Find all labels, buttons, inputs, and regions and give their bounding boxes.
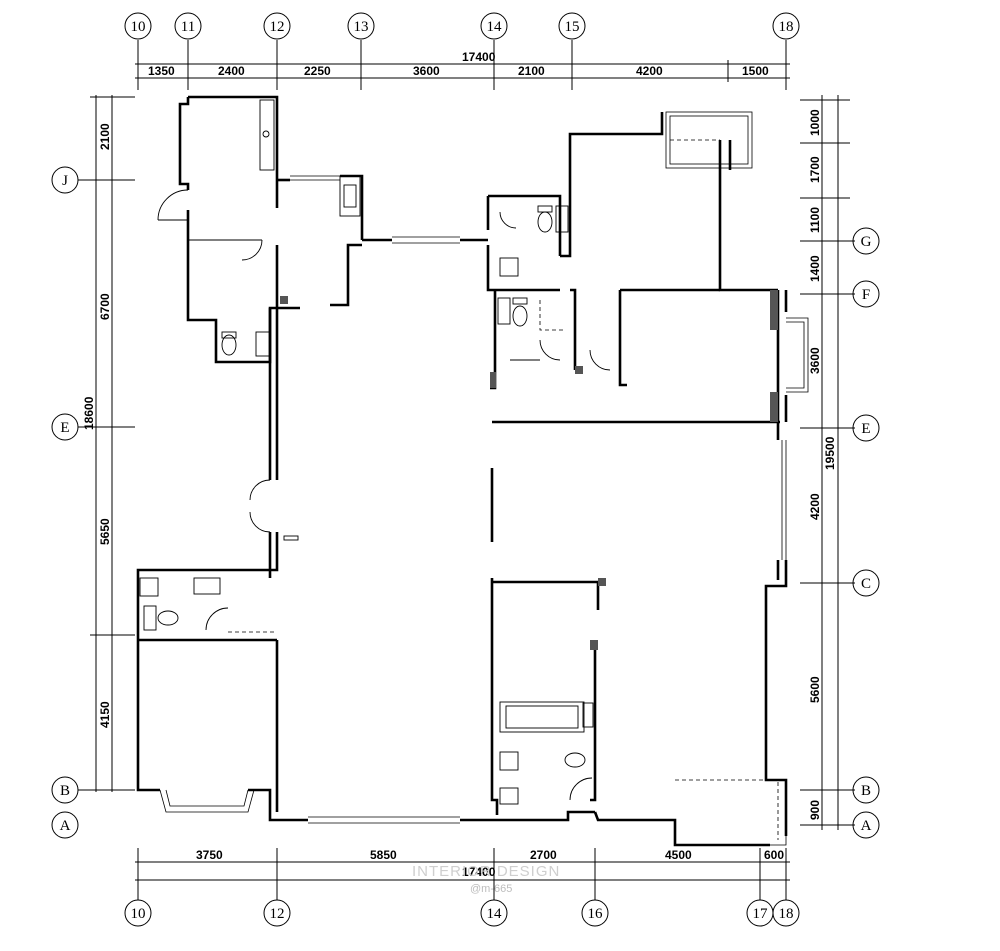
fixtures-and-openings <box>139 99 809 846</box>
right-dim-5: 3600 <box>808 347 822 374</box>
right-total-dim: 19500 <box>823 436 837 470</box>
bottom-total-dim: 17400 <box>462 865 496 879</box>
right-dim-7: 5600 <box>808 676 822 703</box>
top-dim-6: 4200 <box>636 64 663 78</box>
left-dim-3: 5650 <box>98 518 112 545</box>
bottom-dim-2: 5850 <box>370 848 397 862</box>
grid-label-bottom-10: 10 <box>131 906 146 922</box>
grid-label-right-G: G <box>861 234 872 250</box>
top-dim-3: 2250 <box>304 64 331 78</box>
right-dim-4: 1400 <box>808 255 822 282</box>
top-dim-4: 3600 <box>413 64 440 78</box>
watermark: INTERIOR DESIGN @m-665 <box>412 863 560 895</box>
grid-label-right-B: B <box>861 783 871 799</box>
watermark-text: INTERIOR DESIGN <box>412 863 560 880</box>
right-grid-bubbles: G F E C B A <box>852 227 880 839</box>
top-dim-2: 2400 <box>218 64 245 78</box>
grid-label-top-13: 13 <box>354 19 369 35</box>
top-dim-5: 2100 <box>518 64 545 78</box>
grid-label-left-B: B <box>60 783 70 799</box>
top-dim-1: 1350 <box>148 64 175 78</box>
right-dimension-axis: 19500 1000 1700 1100 1400 3600 4200 5600… <box>800 95 880 839</box>
top-grid-bubbles: 10 11 12 13 14 15 18 <box>124 12 800 40</box>
top-dimension-axis: 17400 1350 2400 2250 3600 2100 4200 1500… <box>124 12 800 90</box>
grid-label-top-12: 12 <box>270 19 285 35</box>
left-dim-2: 6700 <box>98 293 112 320</box>
grid-label-left-A: A <box>60 818 71 834</box>
top-dim-7: 1500 <box>742 64 769 78</box>
grid-label-top-15: 15 <box>565 19 580 35</box>
grid-label-left-E: E <box>60 420 69 436</box>
grid-label-top-18: 18 <box>779 19 794 35</box>
grid-label-right-A: A <box>861 818 872 834</box>
exterior-walls <box>136 95 788 847</box>
grid-label-right-F: F <box>862 287 870 303</box>
left-dimension-axis: 18600 2100 6700 5650 4150 J E B A <box>51 95 135 839</box>
grid-label-top-14: 14 <box>487 19 503 35</box>
grid-label-bottom-12: 12 <box>270 906 285 922</box>
left-total-dim: 18600 <box>82 396 96 430</box>
bottom-dim-3: 2700 <box>530 848 557 862</box>
bottom-dim-1: 3750 <box>196 848 223 862</box>
grid-label-bottom-17: 17 <box>753 906 769 922</box>
grid-label-top-11: 11 <box>181 19 195 35</box>
right-dim-1: 1000 <box>808 109 822 136</box>
bottom-dim-5: 600 <box>764 848 784 862</box>
left-grid-bubbles: J E B A <box>51 166 79 839</box>
right-dim-3: 1100 <box>808 207 822 233</box>
grid-label-top-10: 10 <box>131 19 146 35</box>
left-dim-1: 2100 <box>98 123 112 150</box>
structural-columns <box>280 290 778 650</box>
left-dim-4: 4150 <box>98 701 112 728</box>
grid-label-right-E: E <box>861 421 870 437</box>
bottom-grid-bubbles: 10 12 14 16 17 18 <box>124 899 800 927</box>
grid-label-right-C: C <box>861 576 871 592</box>
grid-label-bottom-14: 14 <box>487 906 503 922</box>
right-dim-2: 1700 <box>808 156 822 183</box>
grid-label-bottom-16: 16 <box>588 906 604 922</box>
right-dim-8: 900 <box>808 800 822 820</box>
right-dim-6: 4200 <box>808 493 822 520</box>
watermark-sub: @m-665 <box>470 883 512 895</box>
top-total-dim: 17400 <box>462 50 496 64</box>
grid-label-bottom-18: 18 <box>779 906 794 922</box>
bottom-dim-4: 4500 <box>665 848 692 862</box>
grid-label-left-J: J <box>62 173 68 189</box>
bottom-dimension-axis: 3750 5850 2700 4500 600 17400 10 12 14 1… <box>124 848 800 927</box>
